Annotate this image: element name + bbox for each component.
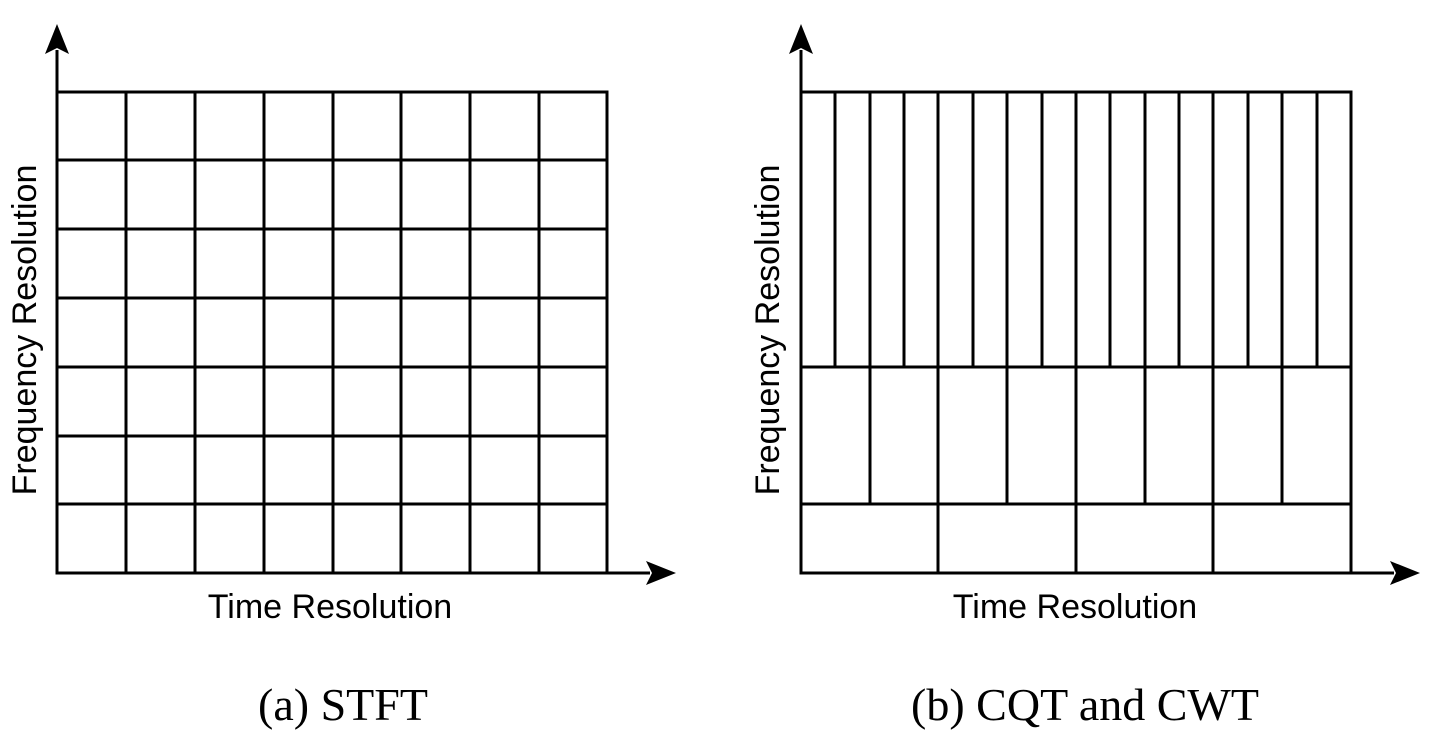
panel-b-y-arrow-icon xyxy=(789,24,813,54)
panel-a-grid xyxy=(55,90,609,575)
panel-a-axes xyxy=(45,24,676,585)
panel-a-x-axis-label: Time Resolution xyxy=(208,588,452,626)
panel-b-y-axis-label: Frequency Resolution xyxy=(749,165,787,496)
panel-b-bottom-band xyxy=(936,504,1215,573)
panel-a-y-axis-label: Frequency Resolution xyxy=(6,165,44,496)
panel-b-caption: (b) CQT and CWT xyxy=(911,679,1259,730)
panel-b-top-band xyxy=(833,92,1319,367)
panel-a-y-arrow-icon xyxy=(45,24,69,54)
panel-a-stft: Frequency Resolution Time Resolution (a)… xyxy=(6,24,676,730)
panel-b-tiling xyxy=(799,90,1353,575)
panel-a-x-arrow-icon xyxy=(646,561,676,585)
panel-b-middle-band xyxy=(868,367,1284,504)
panel-b-axes xyxy=(789,24,1420,585)
panel-b-x-axis-label: Time Resolution xyxy=(953,588,1197,626)
panel-a-caption: (a) STFT xyxy=(258,679,428,730)
panel-b-x-arrow-icon xyxy=(1390,561,1420,585)
panel-b-cqt-cwt: Frequency Resolution Time Resolution (b)… xyxy=(749,24,1420,730)
